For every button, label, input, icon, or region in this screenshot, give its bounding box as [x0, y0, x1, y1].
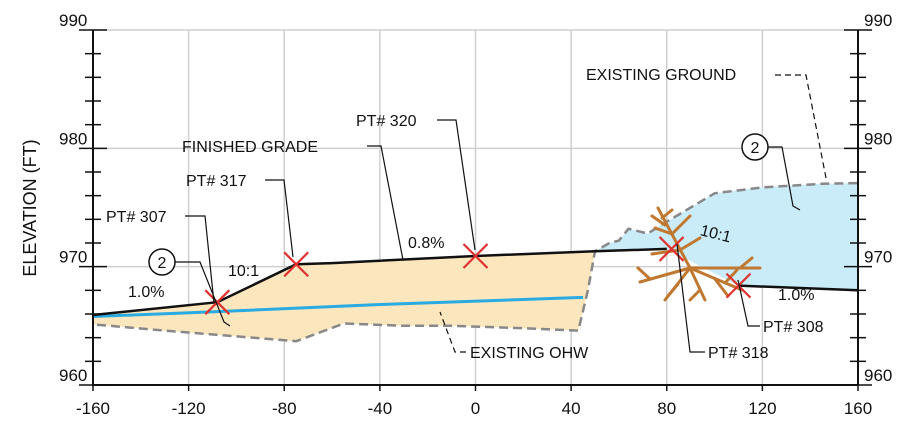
pt-308-label: PT# 308 [763, 319, 824, 336]
pt-317-leader [265, 179, 294, 258]
finished-grade-line-right [738, 284, 858, 292]
y-tick-label-right: 990 [864, 11, 892, 30]
point-marker [283, 251, 309, 278]
marker-stroke [462, 243, 489, 269]
x-tick-labels: -160 -120 -80 -40 0 40 80 120 160 [76, 399, 872, 418]
callout-number-left: 2 [158, 255, 167, 272]
existing-ground-leader [775, 74, 827, 179]
y-axis-label: ELEVATION (FT) [20, 139, 40, 276]
x-tick-label: 160 [844, 399, 872, 418]
pt-307-label: PT# 307 [106, 209, 167, 226]
x-tick-label: 0 [471, 399, 480, 418]
x-tick-label: -120 [172, 399, 206, 418]
pt-320-leader [437, 119, 476, 251]
pt-318-label: PT# 318 [708, 345, 769, 362]
water-area [595, 183, 858, 290]
callout-leader-right [768, 146, 801, 211]
x-tick-label: -40 [368, 399, 393, 418]
tree-icon [636, 206, 762, 302]
x-tick-label: -160 [76, 399, 110, 418]
minor-ticks [79, 29, 872, 391]
y-tick-label-left: 960 [59, 366, 87, 385]
y-tick-label-left: 970 [59, 248, 87, 267]
x-tick-label: 80 [657, 399, 676, 418]
finished-grade-label: FINISHED GRADE [182, 139, 318, 156]
ratio-left-label: 10:1 [228, 263, 259, 280]
callout-leader-left [175, 261, 231, 327]
pt-320-label: PT# 320 [356, 113, 417, 130]
y-tick-label-left: 990 [59, 11, 87, 30]
slope-left-label: 1.0% [128, 284, 164, 301]
existing-ohw-leader [439, 311, 466, 353]
callout-number-right: 2 [751, 140, 760, 157]
point-marker [204, 289, 231, 315]
existing-ground-label: EXISTING GROUND [586, 67, 736, 84]
point-marker [725, 272, 752, 299]
x-tick-label: 120 [748, 399, 776, 418]
marker-stroke [204, 289, 231, 315]
point-marker [658, 236, 685, 262]
x-tick-label: -80 [272, 399, 297, 418]
existing-ohw-label: EXISTING OHW [470, 345, 589, 362]
finished-grade-leader [367, 145, 404, 261]
marker-stroke [658, 236, 685, 262]
y-tick-label-right: 960 [864, 366, 892, 385]
y-tick-labels: 960 960 970 970 980 980 990 990 [59, 11, 892, 385]
point-markers [204, 236, 752, 315]
slope-mid-label: 0.8% [408, 235, 444, 252]
pt-318-leader [676, 243, 705, 353]
pt-308-leader [737, 279, 760, 327]
x-tick-label: 40 [562, 399, 581, 418]
marker-stroke [725, 272, 752, 299]
fill-area [93, 251, 595, 342]
existing-ohw-line [93, 295, 584, 319]
y-tick-label-right: 980 [864, 129, 892, 148]
slope-right-label: 1.0% [778, 287, 814, 304]
pt-317-label: PT# 317 [186, 173, 247, 190]
point-marker [462, 243, 489, 269]
marker-stroke [283, 251, 309, 278]
y-tick-label-right: 970 [864, 248, 892, 267]
pt-307-leader [185, 215, 215, 304]
y-tick-label-left: 980 [59, 129, 87, 148]
